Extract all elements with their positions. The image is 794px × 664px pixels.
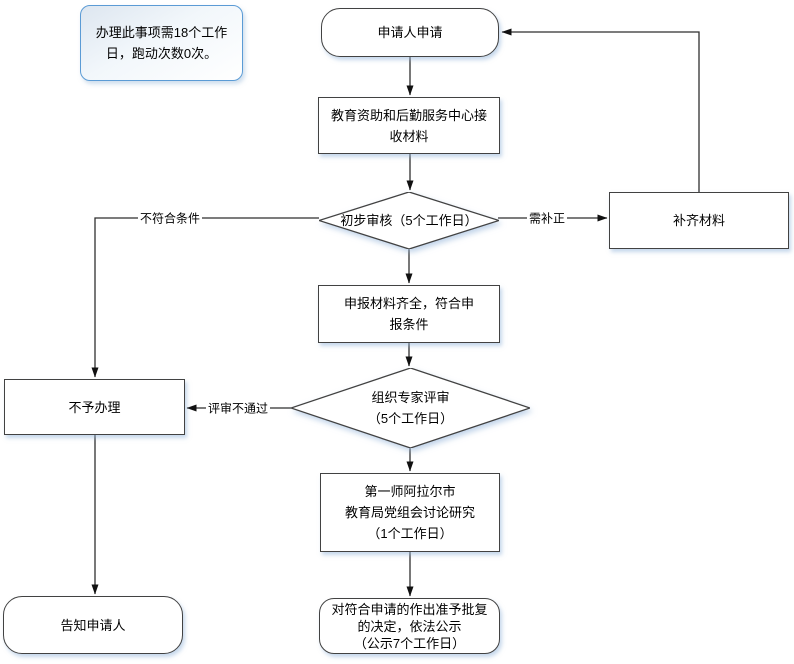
node-start: 申请人申请 [321, 8, 499, 57]
edge-supplement-start [501, 28, 700, 192]
node-supplement-label: 补齐材料 [672, 213, 725, 228]
diamond-shape [291, 368, 530, 448]
node-receive-materials: 教育资助和后勤服务中心接 收材料 [318, 97, 500, 154]
node-reject-label: 不予办理 [68, 399, 121, 415]
node-discuss-line2: 教育局党组会讨论研究 [344, 505, 475, 520]
node-approve-line3: （公示7个工作日） [353, 635, 466, 651]
node-inform-label: 告知申请人 [60, 617, 126, 633]
node-reject: 不予办理 [4, 379, 185, 435]
node-materials-complete: 申报材料齐全，符合申 报条件 [318, 285, 500, 343]
edge-label-not-qualified: 不符合条件 [137, 209, 203, 227]
node-start-label: 申请人申请 [377, 25, 443, 40]
edge-label-review-failed: 评审不通过 [205, 399, 271, 417]
expert-review-line2: （5个工作日） [367, 411, 454, 426]
node-approve-line1: 对符合申请的作出准予批复 [331, 601, 488, 617]
node-complete-line2: 报条件 [389, 317, 429, 332]
node-approve-line2: 的决定，依法公示 [357, 618, 462, 634]
edge-review1-reject [91, 217, 319, 378]
decision-expert-review: 组织专家评审 （5个工作日） [291, 368, 530, 448]
note-text: 办理此事项需18个工作日，跑动次数0次。 [95, 25, 228, 61]
node-discuss-line3: （1个工作日） [367, 526, 453, 541]
node-discuss-line1: 第一师阿拉尔市 [364, 484, 456, 499]
diamond-shape [319, 192, 499, 249]
node-committee-discussion: 第一师阿拉尔市 教育局党组会讨论研究 （1个工作日） [320, 473, 500, 552]
decision-expert-review-label: 组织专家评审 （5个工作日） [368, 387, 453, 429]
node-supplement-materials: 补齐材料 [609, 192, 789, 249]
edge-label-need-supplement: 需补正 [526, 209, 568, 227]
decision-initial-review: 初步审核（5个工作日） [319, 192, 499, 249]
node-receive-line2: 收材料 [389, 128, 429, 144]
node-complete-line1: 申报材料齐全，符合申 [343, 296, 474, 311]
node-inform-applicant: 告知申请人 [3, 596, 183, 654]
node-approval-notice: 对符合申请的作出准予批复 的决定，依法公示 （公示7个工作日） [319, 598, 500, 654]
note-box: 办理此事项需18个工作日，跑动次数0次。 [80, 5, 243, 81]
expert-review-line1: 组织专家评审 [371, 390, 450, 405]
decision-initial-review-label: 初步审核（5个工作日） [340, 213, 478, 228]
node-receive-line1: 教育资助和后勤服务中心接 [330, 107, 487, 123]
